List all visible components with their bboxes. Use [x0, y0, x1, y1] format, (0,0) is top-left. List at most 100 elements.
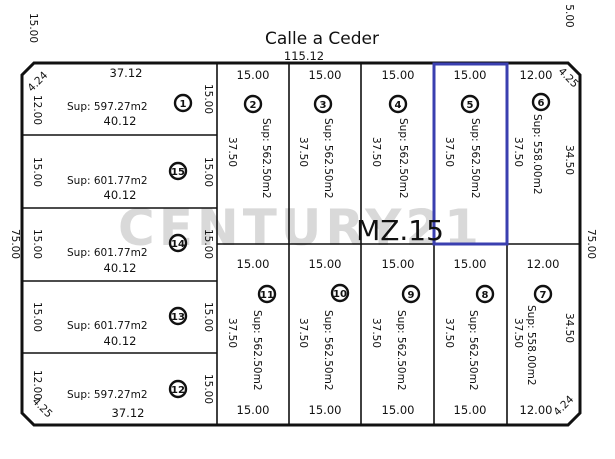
block-left-side: 75.00	[9, 229, 21, 259]
lot-14-number: 14	[171, 239, 185, 250]
lot-9[interactable]: 15.00 9 Sup: 562.50m2 37.50 15.00	[370, 257, 421, 417]
lot-5[interactable]: 15.00 5 Sup: 562.50m2 37.50	[443, 68, 486, 199]
lot-9-top: 15.00	[382, 257, 415, 271]
lot-9-front: 15.00	[382, 403, 415, 417]
lot-1-marker	[173, 93, 193, 113]
lot-14-right: 15.00	[202, 229, 214, 259]
lot-2-front: 15.00	[237, 68, 270, 82]
block-label: MZ.15	[356, 214, 444, 247]
block-right-side: 75.00	[585, 229, 597, 259]
lot-1[interactable]: 37.12 4.24 12.00 Sup: 597.27m2 40.12 15.…	[25, 66, 214, 128]
lot-5-number: 5	[467, 100, 474, 111]
lot-9-marker	[401, 284, 421, 304]
lot-1-bottom: 40.12	[104, 114, 137, 128]
lot-11[interactable]: 15.00 11 Sup: 562.50m2 37.50 15.00	[226, 257, 277, 417]
lot-15[interactable]: 15.00 Sup: 601.77m2 40.12 15.00 15	[31, 157, 214, 202]
lot-9-depth: 37.50	[370, 318, 382, 348]
street-frontage: 115.12	[284, 49, 324, 63]
lot-3-marker	[313, 94, 333, 114]
lot-1-right: 15.00	[202, 84, 214, 114]
lot-15-bottom: 40.12	[104, 188, 137, 202]
lot-8-top: 15.00	[454, 257, 487, 271]
lot-7-area: Sup: 558.00m2	[525, 305, 537, 386]
lot-5-depth: 37.50	[443, 137, 455, 167]
lot-8[interactable]: 15.00 8 Sup: 562.50m2 37.50 15.00	[443, 257, 495, 417]
lot-3[interactable]: 15.00 3 Sup: 562.50m2 37.50	[297, 68, 341, 199]
lot-5-marker	[460, 94, 480, 114]
lot-5-front: 15.00	[454, 68, 487, 82]
lot-2-area: Sup: 562.50m2	[260, 118, 272, 199]
lot-7-corner: 4.24	[551, 393, 576, 418]
lot-7-depth: 37.50	[512, 318, 524, 348]
lot-14-left: 15.00	[31, 229, 43, 259]
lot-12-corner: 4.25	[30, 395, 55, 420]
lot-1-corner: 4.24	[25, 69, 50, 94]
lot-7[interactable]: 12.00 7 Sup: 558.00m2 37.50 34.50 12.00 …	[512, 257, 577, 418]
lot-4-area: Sup: 562.50m2	[397, 118, 409, 199]
lot-6[interactable]: 12.00 4.25 6 Sup: 558.00m2 37.50 34.50	[512, 65, 581, 194]
lot-1-area: Sup: 597.27m2	[67, 101, 148, 113]
lot-12-bottom: 37.12	[112, 406, 145, 420]
lot-11-number: 11	[260, 290, 274, 301]
lot-12-marker	[168, 379, 188, 399]
lot-10-front: 15.00	[309, 403, 342, 417]
lot-11-depth: 37.50	[226, 318, 238, 348]
lot-7-front: 12.00	[520, 403, 553, 417]
lot-6-number: 6	[538, 98, 545, 109]
lot-4-number: 4	[395, 100, 402, 111]
lot-12[interactable]: 12.00 4.25 Sup: 597.27m2 37.12 15.00 12	[30, 370, 214, 420]
lot-11-top: 15.00	[237, 257, 270, 271]
lot-15-right: 15.00	[202, 157, 214, 187]
lot-14-bottom: 40.12	[104, 261, 137, 275]
lot-7-top: 12.00	[527, 257, 560, 271]
lot-5-highlight[interactable]	[432, 62, 509, 246]
lot-1-number: 1	[180, 99, 187, 110]
lot-8-marker	[475, 284, 495, 304]
lot-15-left: 15.00	[31, 157, 43, 187]
lot-12-area: Sup: 597.27m2	[67, 389, 148, 401]
lot-11-marker	[257, 284, 277, 304]
lot-10-number: 10	[333, 289, 347, 300]
lot-11-front: 15.00	[237, 403, 270, 417]
top-left-margin-label: 15.00	[27, 13, 39, 43]
lot-4[interactable]: 15.00 4 Sup: 562.50m2 37.50	[370, 68, 414, 199]
lot-13-area: Sup: 601.77m2	[67, 320, 148, 332]
lot-13-bottom: 40.12	[104, 334, 137, 348]
lot-11-area: Sup: 562.50m2	[251, 310, 263, 391]
lot-15-area: Sup: 601.77m2	[67, 175, 148, 187]
lot-3-depth: 37.50	[297, 137, 309, 167]
lot-7-side: 34.50	[563, 313, 575, 343]
lot-2-depth: 37.50	[226, 137, 238, 167]
lot-8-depth: 37.50	[443, 318, 455, 348]
lot-4-marker	[388, 94, 408, 114]
lot-8-number: 8	[482, 290, 489, 301]
lot-12-number: 12	[171, 385, 185, 396]
lot-6-front: 12.00	[520, 68, 553, 82]
lot-13-right: 15.00	[202, 302, 214, 332]
lot-14[interactable]: 15.00 Sup: 601.77m2 40.12 15.00 14	[31, 229, 214, 275]
lot-2-marker	[243, 94, 263, 114]
lot-4-depth: 37.50	[370, 137, 382, 167]
lot-15-number: 15	[171, 167, 185, 178]
lot-4-front: 15.00	[382, 68, 415, 82]
lot-9-area: Sup: 562.50m2	[395, 310, 407, 391]
block-outline	[20, 61, 582, 427]
lot-10-marker	[330, 283, 350, 303]
lot-1-left: 12.00	[31, 95, 43, 125]
lot-10[interactable]: 15.00 10 Sup: 562.50m2 37.50 15.00	[297, 257, 350, 417]
lot-6-corner: 4.25	[556, 65, 581, 90]
lot-3-front: 15.00	[309, 68, 342, 82]
lot-3-number: 3	[320, 100, 327, 111]
lot-5-area: Sup: 562.50m2	[469, 118, 481, 199]
lot-6-depth: 37.50	[512, 137, 524, 167]
lot-13-marker	[168, 306, 188, 326]
lot-2[interactable]: 15.00 2 Sup: 562.50m2 37.50	[226, 68, 272, 199]
lot-8-area: Sup: 562.50m2	[467, 310, 479, 391]
lot-8-front: 15.00	[454, 403, 487, 417]
lot-13[interactable]: 15.00 Sup: 601.77m2 40.12 15.00 13	[31, 302, 214, 348]
lot-13-number: 13	[171, 312, 185, 323]
lot-13-left: 15.00	[31, 302, 43, 332]
lot-9-number: 9	[408, 290, 415, 301]
lot-7-number: 7	[540, 290, 547, 301]
lot-12-left: 12.00	[31, 370, 43, 400]
